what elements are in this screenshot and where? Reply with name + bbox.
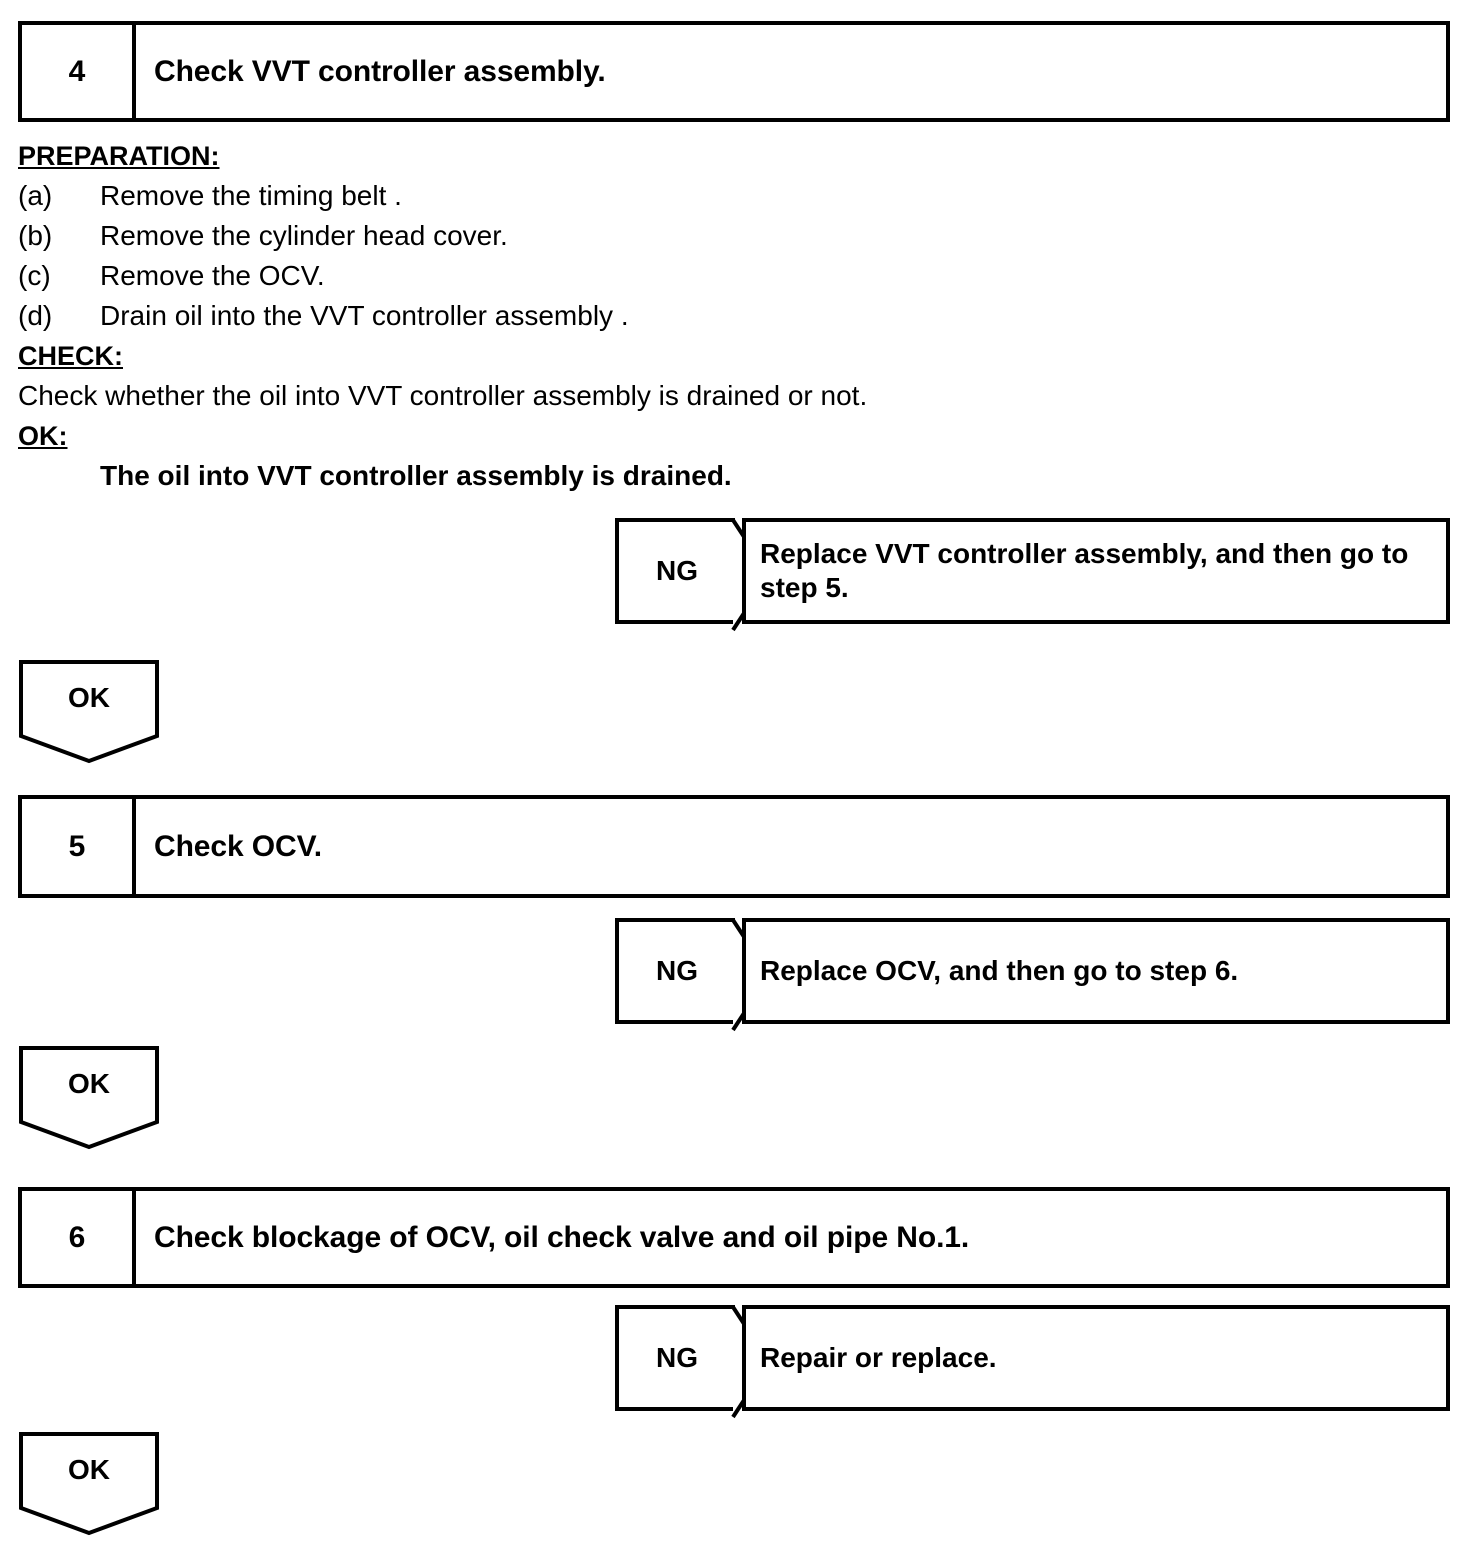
step-title-6: Check blockage of OCV, oil check valve a… [154,1220,970,1254]
ok-connector-2: OK [19,1046,159,1150]
check-heading: CHECK: [18,341,123,371]
ok-heading: OK: [18,421,68,451]
ng-result-text-3: Repair or replace. [760,1342,997,1373]
step-number-5: 5 [22,799,136,894]
preparation-item-c-text: Remove the OCV. [100,260,325,291]
ng-result-box-3: Repair or replace. [742,1305,1450,1411]
step-title-4: Check VVT controller assembly. [154,54,606,88]
preparation-item-b-text: Remove the cylinder head cover. [100,220,508,251]
ok-connector-3: OK [19,1432,159,1536]
ng-branch-1: NG [615,518,772,632]
step-number-6: 6 [22,1191,136,1284]
ok-connector-1-label: OK [68,682,110,713]
preparation-item-c-label: (c) [18,260,51,291]
preparation-item-b: (b) Remove the cylinder head cover. [18,216,1418,256]
preparation-heading: PREPARATION: [18,141,220,171]
ng-result-box-1: Replace VVT controller assembly, and the… [742,518,1450,624]
check-text: Check whether the oil into VVT controlle… [18,380,868,411]
preparation-item-d: (d) Drain oil into the VVT controller as… [18,296,1418,336]
step-title-5: Check OCV. [154,829,322,863]
ng-branch-1-label: NG [656,555,698,586]
preparation-item-a: (a) Remove the timing belt . [18,176,1418,216]
ng-result-box-2: Replace OCV, and then go to step 6. [742,918,1450,1024]
ng-result-text-2: Replace OCV, and then go to step 6. [760,955,1239,986]
ok-connector-2-label: OK [68,1068,110,1099]
step-box-4: 4 Check VVT controller assembly. [18,21,1450,122]
preparation-item-d-label: (d) [18,300,53,331]
ng-branch-3: NG [615,1305,772,1419]
ng-branch-3-label: NG [656,1342,698,1373]
step-box-6: 6 Check blockage of OCV, oil check valve… [18,1187,1450,1288]
ok-connector-1: OK [19,660,159,764]
ng-branch-2: NG [615,918,772,1032]
preparation-item-c: (c) Remove the OCV. [18,256,1418,296]
step-number-4: 4 [22,25,136,118]
preparation-item-d-text: Drain oil into the VVT controller assemb… [100,300,629,331]
ok-statement: The oil into VVT controller assembly is … [100,460,732,491]
preparation-item-a-label: (a) [18,180,53,211]
ng-branch-2-label: NG [656,955,698,986]
preparation-item-b-label: (b) [18,220,53,251]
ng-result-text-1: Replace VVT controller assembly, and the… [760,538,1409,603]
ok-connector-3-label: OK [68,1454,110,1485]
step-4-detail: PREPARATION: (a) Remove the timing belt … [18,136,1418,496]
step-box-5: 5 Check OCV. [18,795,1450,898]
preparation-item-a-text: Remove the timing belt . [100,180,402,211]
